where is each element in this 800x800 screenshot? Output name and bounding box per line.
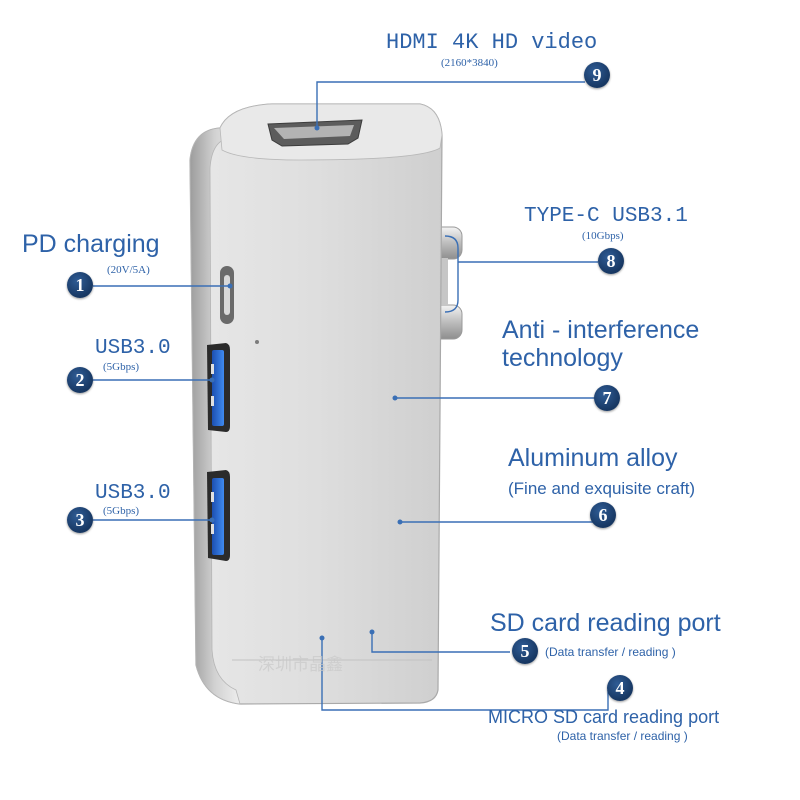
pd-charging-detail: (20V/5A) (107, 264, 150, 276)
leader-lines (93, 81, 609, 711)
sd-title: SD card reading port (490, 609, 721, 637)
usb-upper-title: USB3.0 (95, 337, 171, 360)
callout-badge-6: 6 (590, 502, 616, 528)
sd-detail: (Data transfer / reading ) (545, 645, 676, 659)
hdmi-title: HDMI 4K HD video (386, 30, 598, 55)
aluminum-title: Aluminum alloy (508, 444, 678, 472)
callout-badge-5: 5 (512, 638, 538, 664)
callout-badge-3: 3 (67, 507, 93, 533)
watermark: 深圳市晶鑫 (258, 655, 343, 675)
hub-housing (189, 103, 443, 705)
type-c-title: TYPE-C USB3.1 (524, 205, 688, 228)
callout-badge-9: 9 (584, 62, 610, 88)
micro-sd-detail: (Data transfer / reading ) (557, 729, 688, 743)
type-c-detail: (10Gbps) (582, 230, 624, 242)
usb-a-port-upper (207, 343, 230, 432)
usb-lower-title: USB3.0 (95, 482, 171, 505)
usb-upper-detail: (5Gbps) (103, 361, 140, 373)
usb-c-port (220, 266, 234, 324)
callout-badge-2: 2 (67, 367, 93, 393)
anti-interference-title: Anti - interference technology (502, 316, 700, 372)
hdmi-detail: (2160*3840) (441, 57, 498, 69)
callout-badge-1: 1 (67, 272, 93, 298)
leader-dots (209, 125, 403, 641)
usb-a-port-lower (207, 470, 230, 561)
usb-lower-detail: (5Gbps) (103, 505, 140, 517)
pd-charging-title: PD charging (22, 230, 160, 258)
callout-badge-7: 7 (594, 385, 620, 411)
micro-sd-title: MICRO SD card reading port (488, 707, 720, 727)
aluminum-detail: (Fine and exquisite craft) (508, 479, 696, 498)
callout-badge-4: 4 (607, 675, 633, 701)
callout-badge-8: 8 (598, 248, 624, 274)
